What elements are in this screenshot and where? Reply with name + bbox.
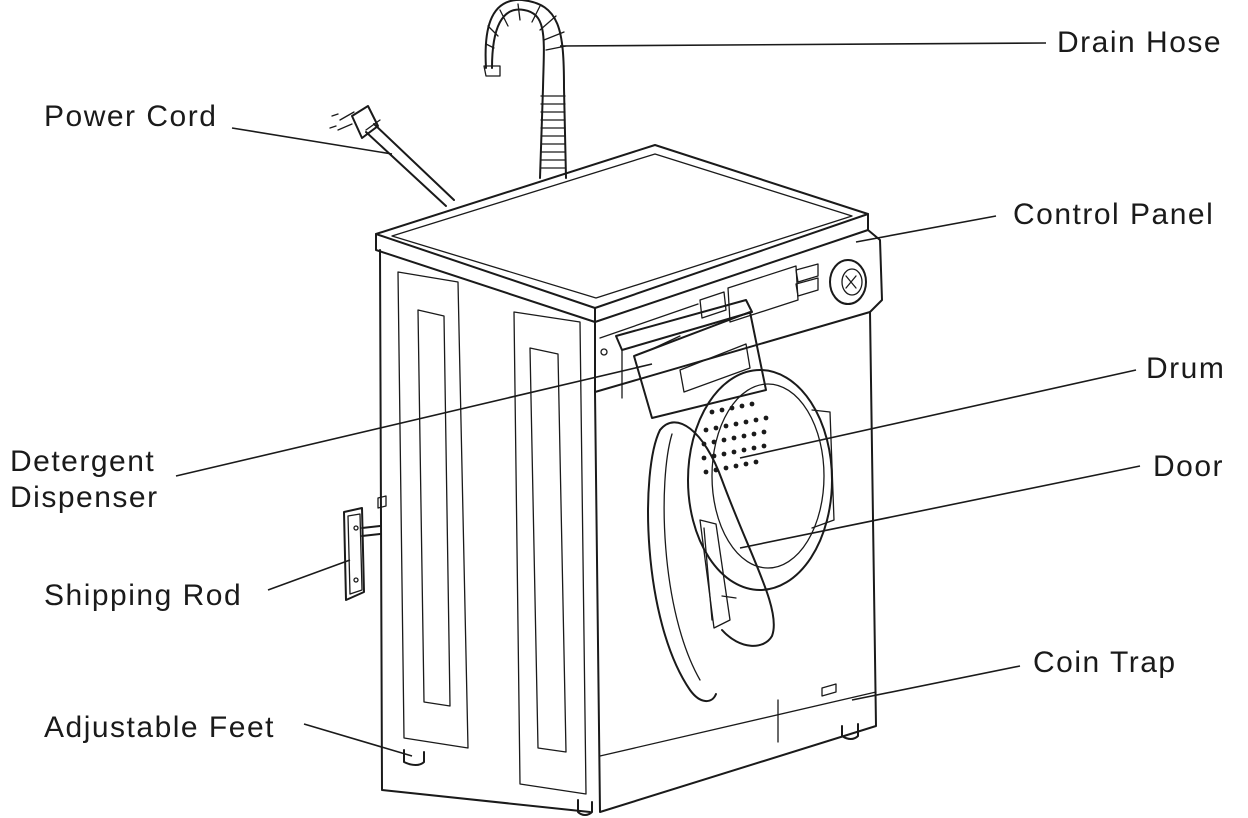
label-coin-trap: Coin Trap	[1033, 646, 1177, 679]
leader-door	[739, 465, 1141, 549]
leader-shipping-rod	[267, 559, 351, 591]
label-shipping-rod: Shipping Rod	[44, 579, 243, 612]
door-drawing	[647, 421, 775, 702]
label-drain-hose: Drain Hose	[1057, 26, 1223, 59]
leader-control-panel	[855, 215, 997, 243]
leader-adjustable-feet	[303, 723, 413, 757]
label-detergent-line1: Detergent	[10, 445, 156, 478]
machine-body-drawing	[375, 144, 883, 816]
leader-coin-trap	[851, 665, 1021, 701]
leader-drum	[739, 369, 1137, 459]
drum-drawing	[687, 369, 835, 591]
leader-power-cord	[231, 127, 393, 155]
label-control-panel: Control Panel	[1013, 198, 1215, 231]
label-drum: Drum	[1146, 352, 1226, 385]
shipping-rod-drawing	[343, 495, 387, 601]
label-adjustable-feet: Adjustable Feet	[44, 711, 275, 744]
drain-hose-drawing	[483, 0, 567, 179]
drum-perforations	[701, 401, 769, 475]
label-door: Door	[1153, 450, 1225, 483]
leader-drain-hose	[559, 42, 1047, 47]
label-power-cord: Power Cord	[44, 100, 218, 133]
leader-detergent-dispenser	[175, 363, 653, 477]
label-detergent-line2: Dispenser	[10, 481, 159, 514]
power-cord-drawing	[329, 105, 455, 207]
